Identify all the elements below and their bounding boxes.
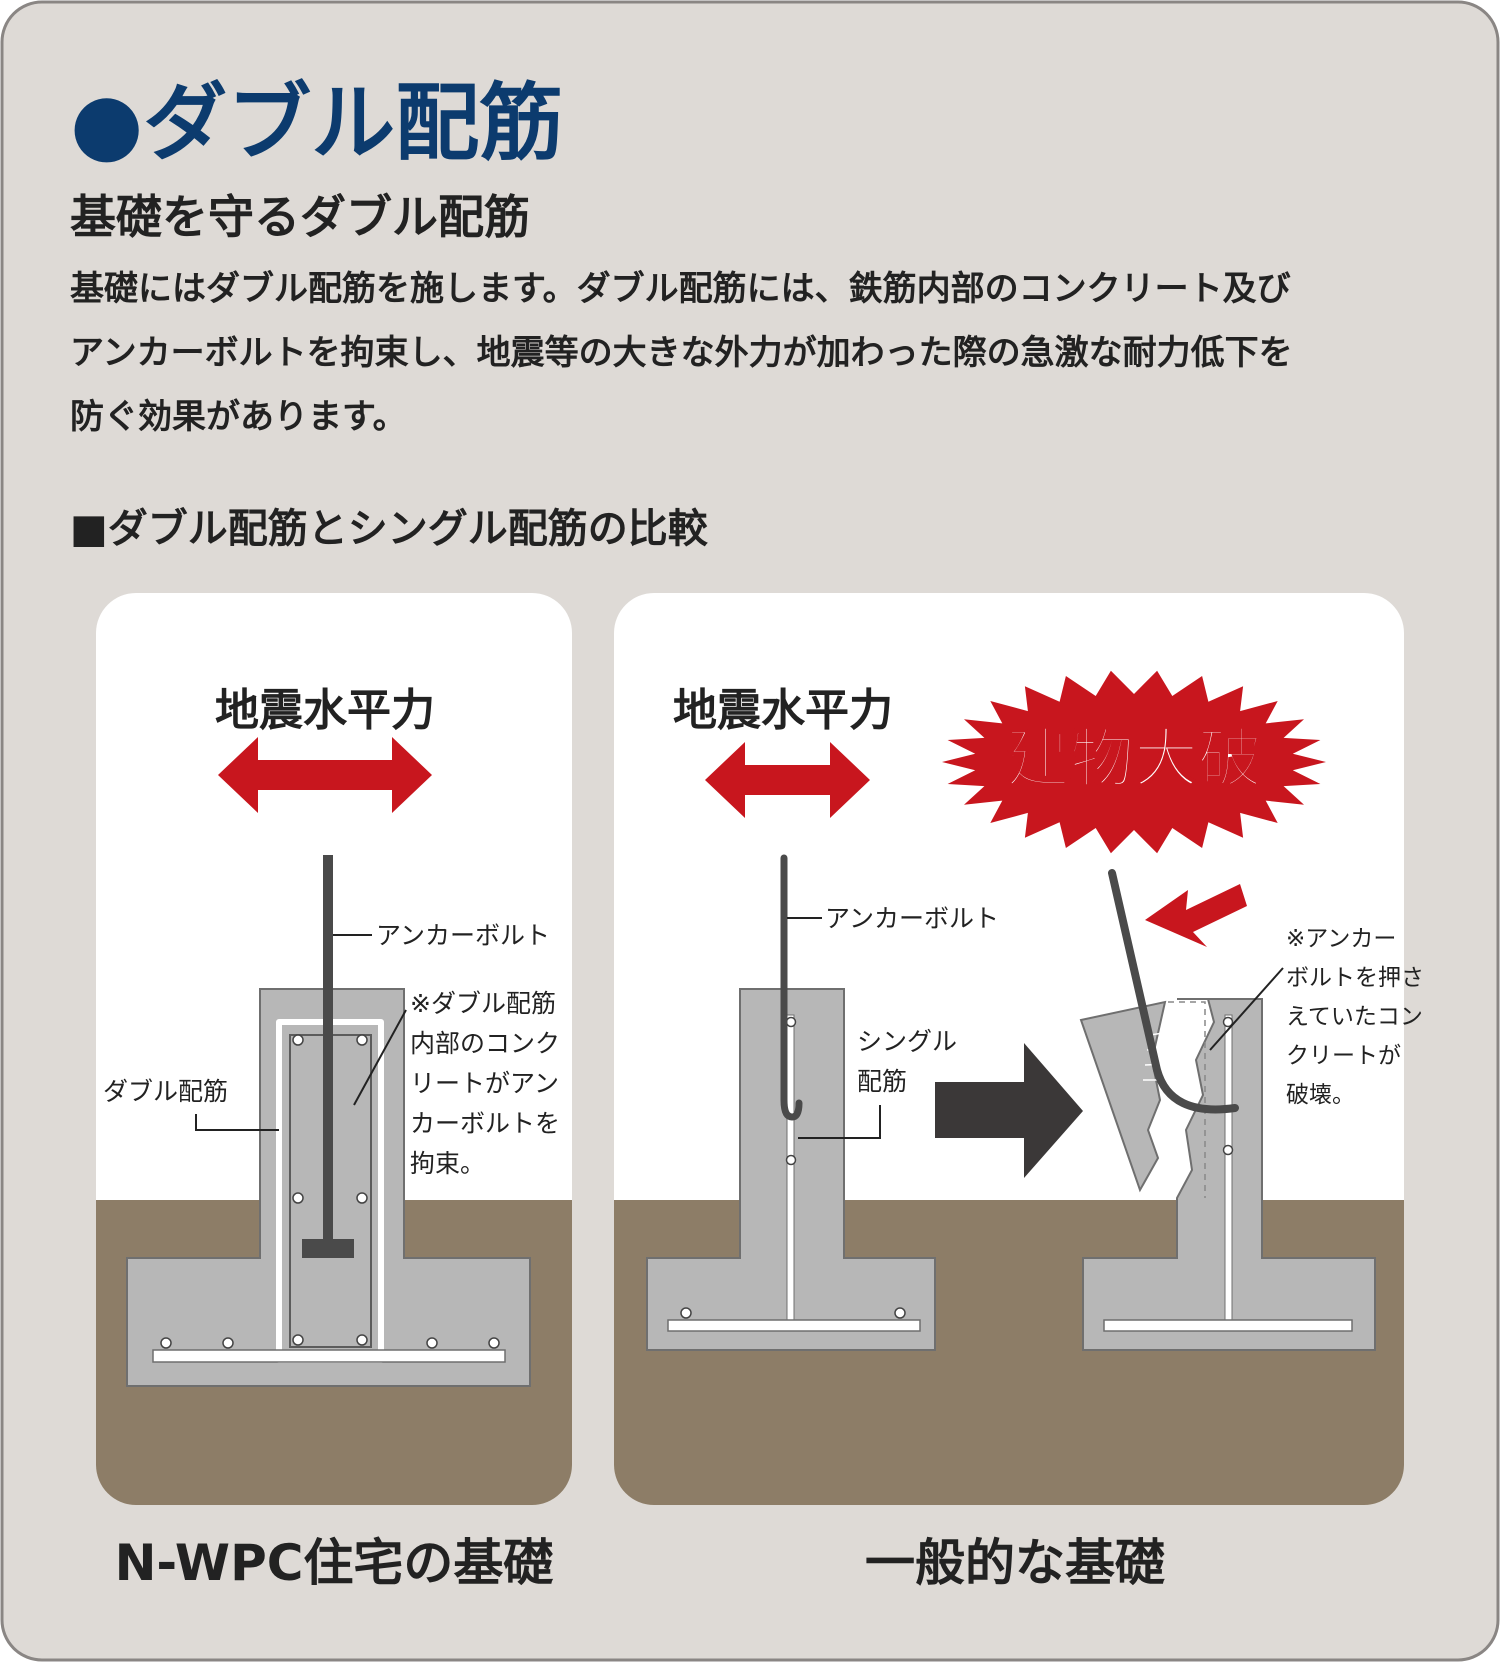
transition-arrow-icon xyxy=(935,1043,1083,1178)
right-caption: 一般的な基礎 xyxy=(865,1534,1165,1592)
left-anchor-plate xyxy=(302,1239,354,1258)
right-force-label: 地震水平力 xyxy=(673,685,893,736)
description-line-2: アンカーボルトを拘束し、地震等の大きな外力が加わった際の急激な耐力低下を xyxy=(70,333,1293,373)
single-label-line-1: シングル xyxy=(857,1027,957,1056)
left-note-leader xyxy=(353,1009,407,1106)
description-line-1: 基礎にはダブル配筋を施します。ダブル配筋には、鉄筋内部のコンクリート及び xyxy=(70,269,1291,309)
left-note-line-4: カーボルトを xyxy=(410,1109,560,1138)
broken-vertical-rebar xyxy=(1224,1014,1233,1321)
right-note-line-5: 破壊。 xyxy=(1286,1082,1355,1108)
left-anchor-label: アンカーボルト xyxy=(376,921,550,950)
left-bottom-rebar xyxy=(152,1349,506,1363)
right-note-line-3: えていたコン xyxy=(1286,1004,1423,1030)
left-double-leader xyxy=(195,1114,279,1131)
original-outline-dashed xyxy=(1168,1001,1206,1198)
right-panel-soil xyxy=(614,1200,1404,1505)
page-title: ●ダブル配筋 xyxy=(70,74,563,172)
burst-label: 建物大破 xyxy=(1006,723,1262,797)
single-anchor-bolt xyxy=(780,854,803,1121)
right-note-line-1: ※アンカー xyxy=(1286,926,1396,952)
left-note-line-1: ※ダブル配筋 xyxy=(410,989,556,1018)
single-bottom-rebar xyxy=(667,1319,921,1332)
burst-star-icon xyxy=(942,670,1326,854)
right-note-leader xyxy=(1209,967,1284,1051)
left-rebar-dots xyxy=(160,1034,500,1349)
single-rebar-dots xyxy=(680,1016,906,1319)
left-caption: N-WPC住宅の基礎 xyxy=(115,1534,554,1592)
broken-bottom-rebar xyxy=(1103,1319,1353,1332)
right-note-line-2: ボルトを押さ xyxy=(1286,965,1424,991)
page-subtitle: 基礎を守るダブル配筋 xyxy=(70,190,530,244)
single-label-line-2: 配筋 xyxy=(857,1067,907,1096)
single-vertical-rebar xyxy=(786,1014,795,1321)
left-note-line-3: リートがアン xyxy=(410,1069,559,1098)
left-note: ※ダブル配筋 内部のコンク リートがアン カーボルトを 拘束。 xyxy=(410,989,560,1178)
right-anchor-label: アンカーボルト xyxy=(825,904,999,933)
left-anchor-bolt xyxy=(323,855,333,1250)
left-double-arrow-icon xyxy=(218,737,432,813)
single-label-leader xyxy=(798,1105,881,1139)
push-arrow-icon xyxy=(1145,884,1247,947)
right-double-arrow-icon xyxy=(705,742,870,818)
burst-badge: 建物大破 xyxy=(942,670,1326,854)
description-line-3: 防ぐ効果があります。 xyxy=(70,397,407,437)
section-heading: ■ダブル配筋とシングル配筋の比較 xyxy=(70,506,709,552)
bent-anchor-bolt xyxy=(1108,869,1239,1114)
left-note-line-5: 拘束。 xyxy=(410,1149,485,1178)
left-double-label: ダブル配筋 xyxy=(103,1077,228,1106)
broken-rebar-dots xyxy=(1222,1016,1234,1156)
right-note: ※アンカー ボルトを押さ えていたコン クリートが 破壊。 xyxy=(1286,926,1424,1108)
left-note-line-2: 内部のコンク xyxy=(410,1029,560,1058)
left-force-label: 地震水平力 xyxy=(215,685,435,736)
right-note-line-4: クリートが xyxy=(1286,1043,1401,1069)
broken-concrete-fragment xyxy=(1079,1000,1167,1193)
